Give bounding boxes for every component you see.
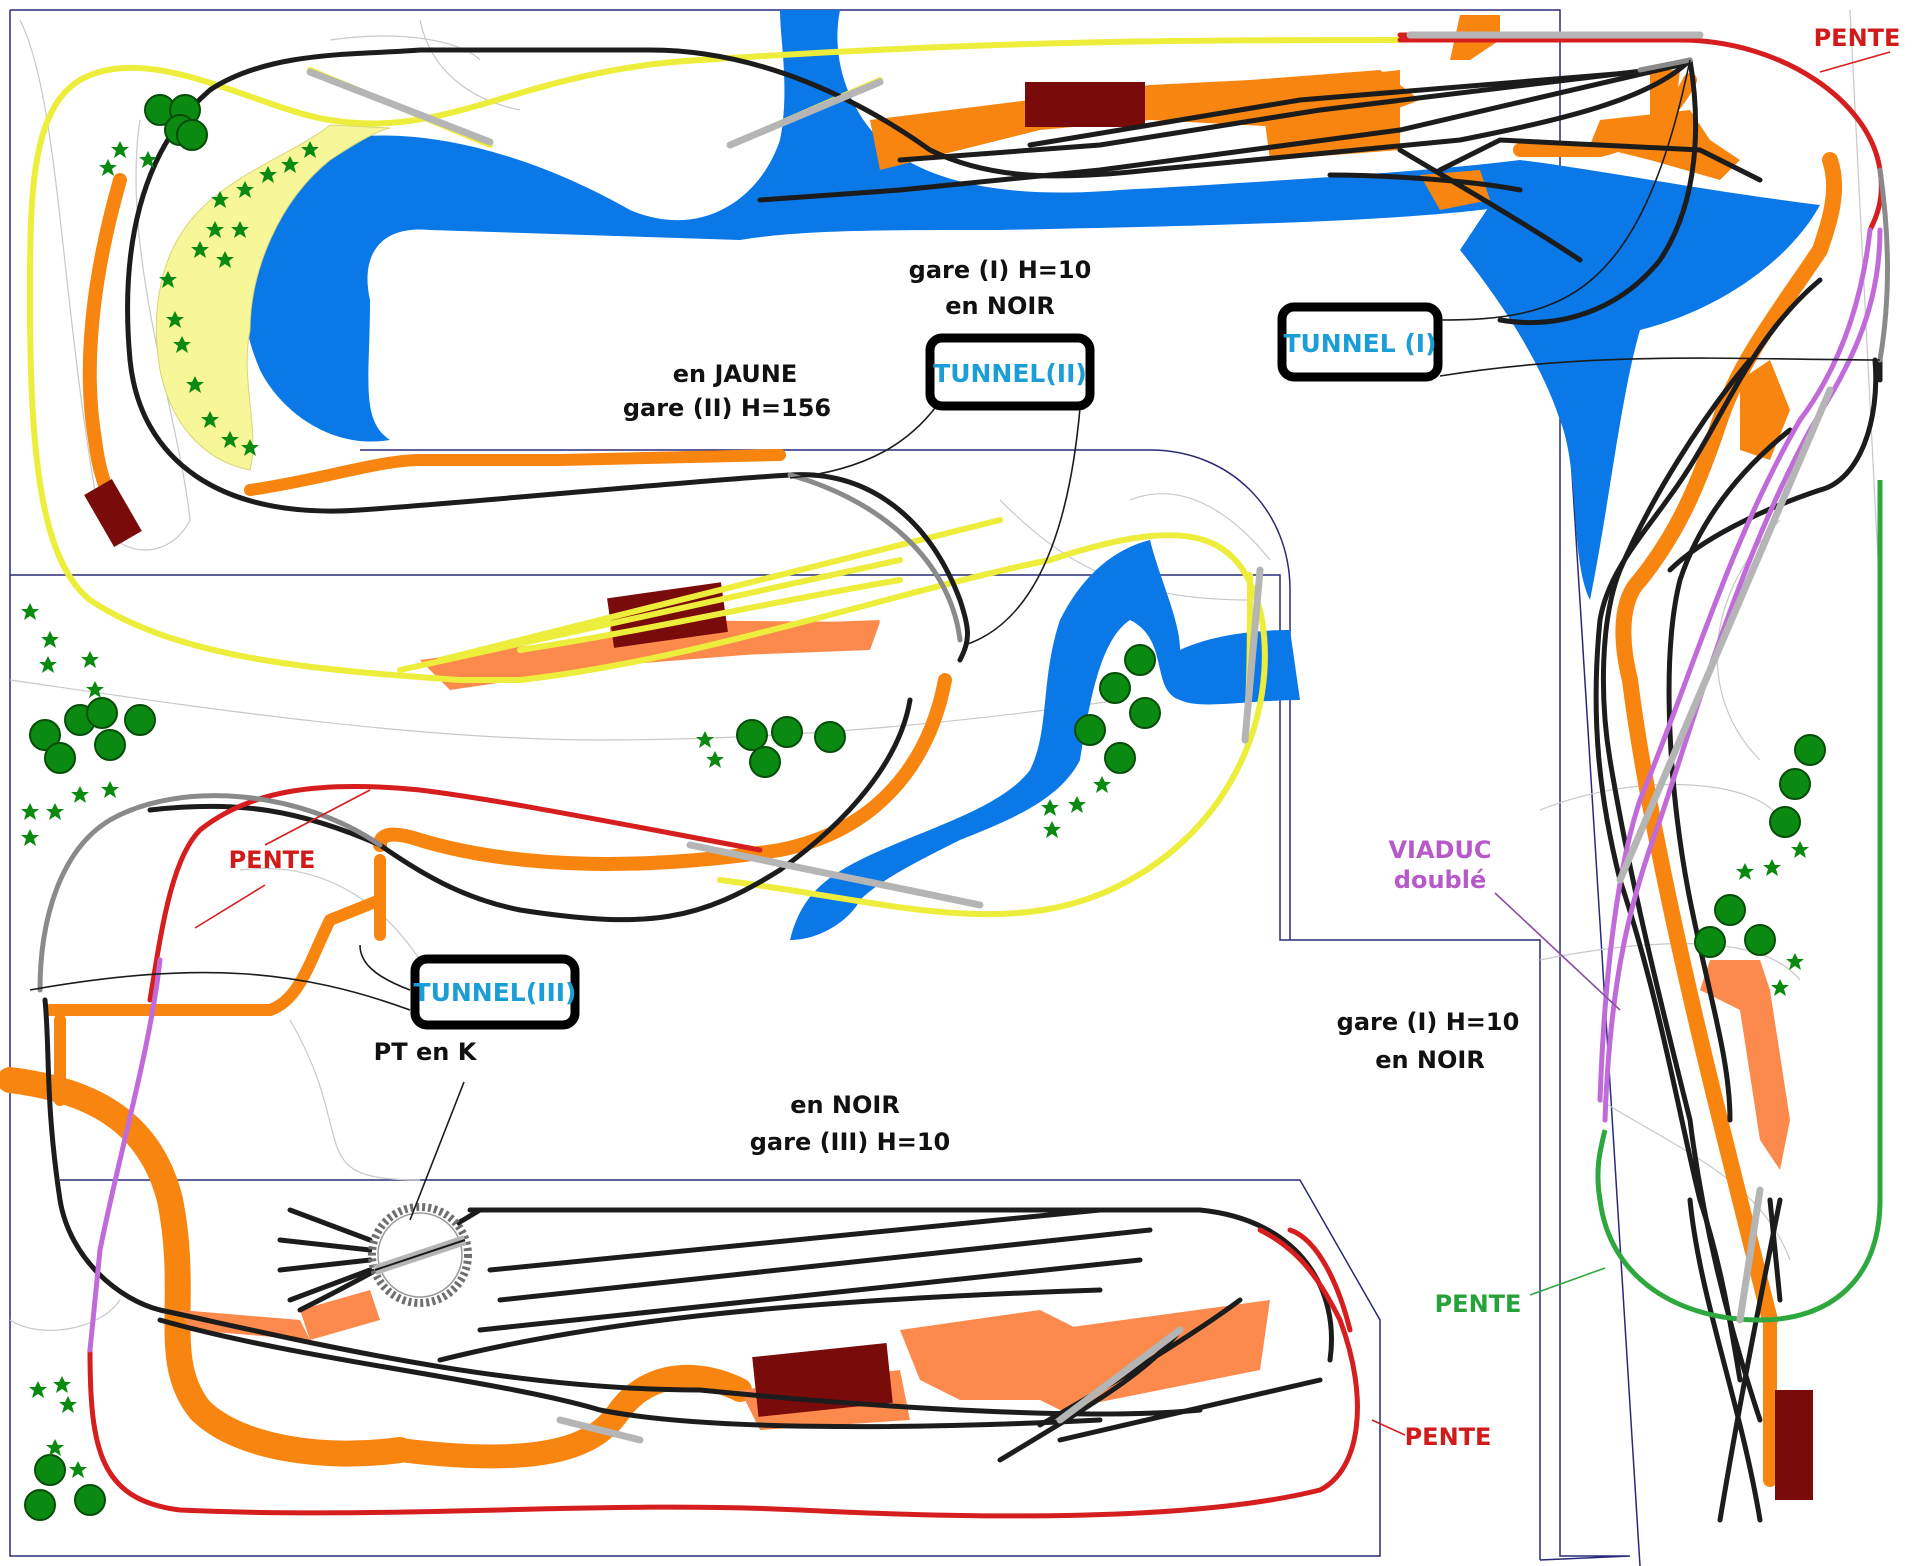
svg-text:en NOIR: en NOIR: [790, 1091, 900, 1119]
pente-label-top-right: PENTE: [1814, 24, 1901, 52]
pente-label-bottom: PENTE: [1405, 1423, 1492, 1451]
pente-label-left: PENTE: [229, 846, 316, 874]
svg-text:doublé: doublé: [1394, 866, 1486, 894]
turntable-label: PT en K: [374, 1038, 478, 1066]
station-label-top: gare (I) H=10 en NOIR: [909, 256, 1092, 320]
station-label-right: gare (I) H=10 en NOIR: [1337, 1008, 1520, 1074]
tunnel-label: TUNNEL(III): [414, 978, 577, 1007]
svg-text:gare (I) H=10: gare (I) H=10: [909, 256, 1092, 284]
baseboard-outline: [9, 9, 1641, 1566]
sand-bank: [155, 124, 391, 471]
svg-text:gare (I) H=10: gare (I) H=10: [1337, 1008, 1520, 1036]
leader-lines: [29, 51, 1891, 1436]
tunnel-label: TUNNEL (I): [1283, 329, 1436, 358]
svg-text:en JAUNE: en JAUNE: [673, 360, 797, 388]
terrain-contours: [9, 9, 1881, 1331]
tunnel-label: TUNNEL(II): [933, 359, 1087, 388]
svg-text:gare (II) H=156: gare (II) H=156: [623, 394, 831, 422]
track-grey: [37, 57, 1890, 993]
tunnel-box-3: TUNNEL(III): [410, 954, 580, 1030]
viaduct-label: VIADUC doublé: [1388, 836, 1491, 894]
svg-text:VIADUC: VIADUC: [1388, 836, 1491, 864]
building-right: [1775, 1390, 1813, 1500]
svg-text:en NOIR: en NOIR: [945, 292, 1055, 320]
track-black: [42, 47, 1883, 1523]
svg-text:gare (III) H=10: gare (III) H=10: [750, 1128, 951, 1156]
station-label-middle: en JAUNE gare (II) H=156: [623, 360, 831, 422]
track-yellow: [26, 37, 1403, 918]
pente-label-right-green: PENTE: [1435, 1290, 1522, 1318]
water-areas: [241, 10, 1820, 940]
platform-strips: [306, 31, 1834, 1444]
lake-right: [1460, 160, 1820, 600]
building-top: [1025, 82, 1145, 127]
svg-text:en NOIR: en NOIR: [1375, 1046, 1485, 1074]
turntable: [368, 1203, 472, 1307]
tunnel-box-2: TUNNEL(II): [925, 333, 1095, 411]
tunnel-box-1: TUNNEL (I): [1277, 302, 1443, 382]
track-green: [1595, 480, 1883, 1323]
station-label-bottom: en NOIR gare (III) H=10: [750, 1091, 951, 1156]
building-left: [84, 479, 142, 547]
river-top: [241, 10, 1540, 442]
river-middle: [790, 540, 1300, 940]
